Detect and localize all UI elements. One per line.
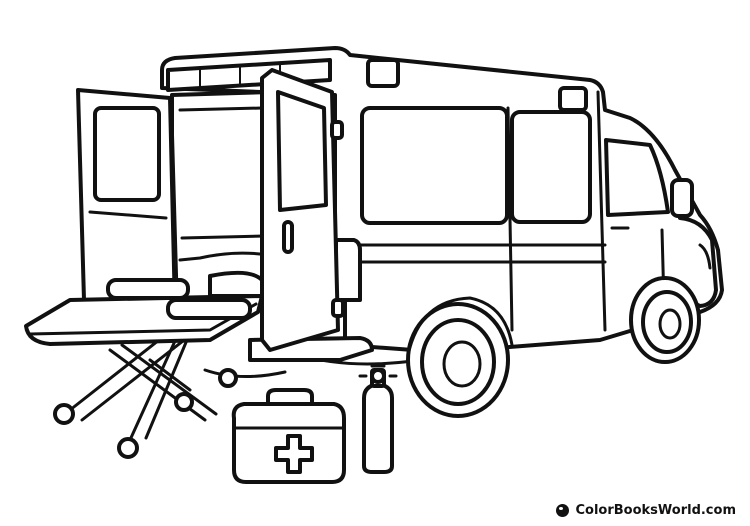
- van-body: [160, 46, 724, 362]
- oxygen-tank: [358, 364, 398, 474]
- watermark-text: ColorBooksWorld.com: [575, 503, 736, 518]
- watermark: ColorBooksWorld.com: [556, 503, 736, 518]
- left-rear-door: [76, 88, 179, 312]
- right-rear-door: [260, 68, 345, 352]
- ball-icon: [556, 504, 570, 517]
- front-wheel: [629, 276, 701, 364]
- stretcher: [24, 270, 264, 459]
- first-aid-kit: [231, 388, 346, 484]
- rear-wheel: [406, 296, 514, 418]
